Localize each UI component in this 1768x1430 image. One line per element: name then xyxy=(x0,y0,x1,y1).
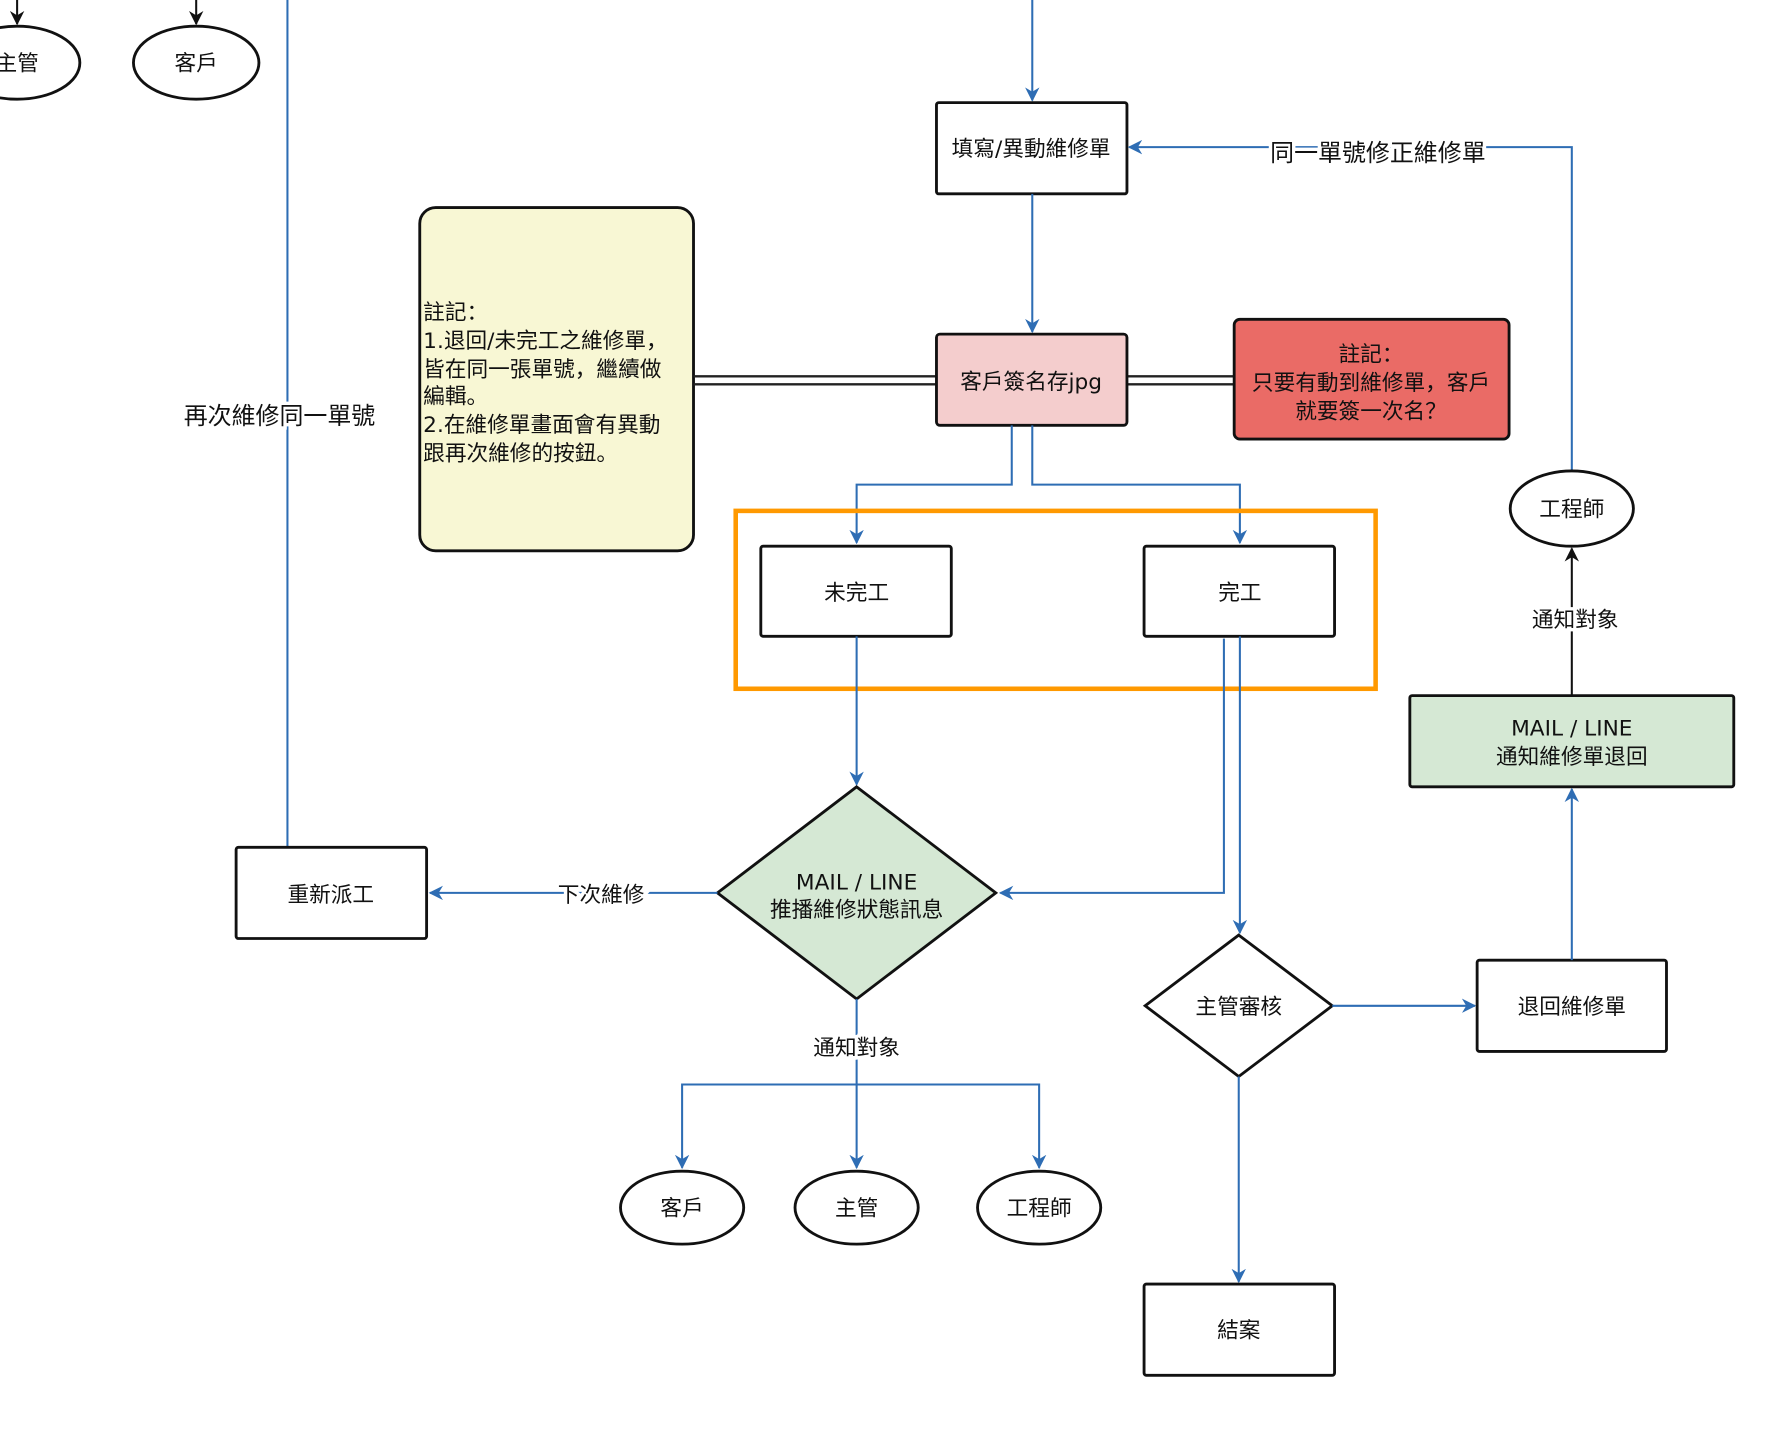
edge-notify-engineer xyxy=(856,1083,1047,1170)
svg-text:重新派工: 重新派工 xyxy=(287,883,374,908)
note-link-left xyxy=(693,375,937,386)
label-notify-target: 通知對象 xyxy=(813,1036,900,1061)
svg-text:客戶簽名存jpg: 客戶簽名存jpg xyxy=(960,370,1102,395)
label-correct-same: 同一單號修正維修單 xyxy=(1270,139,1485,167)
svg-text:2.在維修單畫面會有異動: 2.在維修單畫面會有異動 xyxy=(423,413,660,438)
svg-text:通知維修單退回: 通知維修單退回 xyxy=(1496,745,1648,770)
svg-text:未完工: 未完工 xyxy=(824,581,889,606)
highlight-box xyxy=(733,508,1378,692)
label-next-repair: 下次維修 xyxy=(558,883,645,908)
ellipse-manager-top: 主管 xyxy=(0,24,82,101)
svg-text:就要簽一次名？: 就要簽一次名？ xyxy=(1295,400,1447,425)
svg-text:工程師: 工程師 xyxy=(1007,1197,1072,1222)
node-fill-form: 填寫/異動維修單 xyxy=(935,101,1129,196)
svg-text:主管: 主管 xyxy=(835,1197,878,1222)
node-mail-return: MAIL / LINE 通知維修單退回 xyxy=(1408,694,1736,789)
edge-to-incomplete xyxy=(849,425,1013,545)
svg-text:退回維修單: 退回維修單 xyxy=(1518,995,1626,1020)
svg-text:MAIL / LINE: MAIL / LINE xyxy=(1511,717,1632,742)
note-link-right xyxy=(1126,375,1235,386)
svg-text:MAIL / LINE: MAIL / LINE xyxy=(796,870,917,895)
ellipse-manager: 主管 xyxy=(793,1169,920,1246)
svg-text:主管審核: 主管審核 xyxy=(1195,995,1282,1020)
svg-text:結案: 結案 xyxy=(1217,1319,1261,1344)
node-mail-push: MAIL / LINE 推播維修狀態訊息 xyxy=(715,785,999,1001)
edge-complete-to-mail xyxy=(998,638,1225,901)
svg-text:只要有動到維修單，客戶: 只要有動到維修單，客戶 xyxy=(1252,371,1490,396)
svg-text:客戶: 客戶 xyxy=(660,1197,703,1222)
edge-correct-same xyxy=(1127,139,1573,470)
node-incomplete: 未完工 xyxy=(759,544,953,638)
edge-to-complete xyxy=(1031,425,1248,545)
note-left: 註記： 1.退回/未完工之維修單， 皆在同一張單號，繼續做 編輯。 2.在維修單… xyxy=(418,206,695,553)
node-close-case: 結案 xyxy=(1142,1282,1336,1377)
svg-text:編輯。: 編輯。 xyxy=(423,385,488,410)
ellipse-engineer-right: 工程師 xyxy=(1508,469,1635,548)
node-complete: 完工 xyxy=(1142,544,1336,638)
svg-text:推播維修狀態訊息: 推播維修狀態訊息 xyxy=(770,898,943,923)
label-notify-target-right: 通知對象 xyxy=(1532,608,1619,633)
node-signature: 客戶簽名存jpg xyxy=(935,332,1129,427)
svg-text:客戶: 客戶 xyxy=(175,52,218,77)
svg-text:皆在同一張單號，繼續做: 皆在同一張單號，繼續做 xyxy=(423,357,662,382)
note-right: 註記： 只要有動到維修單，客戶 就要簽一次名？ xyxy=(1232,317,1511,441)
node-return-form: 退回維修單 xyxy=(1475,958,1668,1053)
svg-text:跟再次維修的按鈕。: 跟再次維修的按鈕。 xyxy=(423,442,618,467)
svg-text:完工: 完工 xyxy=(1218,581,1261,606)
node-redispatch: 重新派工 xyxy=(234,845,429,940)
ellipse-customer-top: 客戶 xyxy=(132,24,261,101)
svg-text:工程師: 工程師 xyxy=(1539,498,1604,523)
node-manager-review: 主管審核 xyxy=(1142,933,1335,1079)
svg-text:填寫/異動維修單: 填寫/異動維修單 xyxy=(952,137,1111,162)
ellipse-customer: 客戶 xyxy=(619,1169,746,1246)
label-repair-again: 再次維修同一單號 xyxy=(184,402,376,430)
svg-text:1.退回/未完工之維修單，: 1.退回/未完工之維修單， xyxy=(423,329,668,354)
edge-notify-customer xyxy=(674,1083,857,1170)
svg-text:主管: 主管 xyxy=(0,52,39,77)
svg-text:註記：: 註記： xyxy=(423,300,488,325)
svg-text:註記：: 註記： xyxy=(1339,342,1404,367)
ellipse-engineer: 工程師 xyxy=(976,1169,1103,1246)
